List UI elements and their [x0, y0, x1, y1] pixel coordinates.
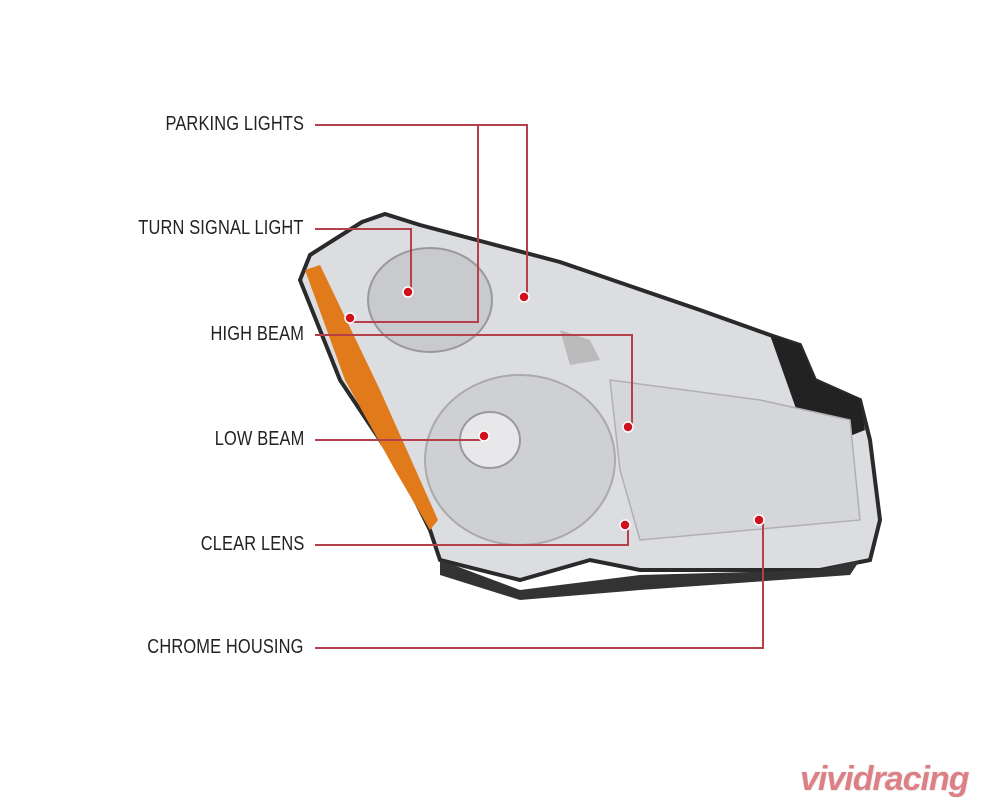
- leader-parking-lights: [315, 124, 528, 297]
- label-high-beam: HIGH BEAM: [210, 323, 304, 345]
- high-beam-reflector: [609, 379, 861, 541]
- leader-turn-signal: [315, 228, 412, 292]
- leader-chrome-housing: [315, 520, 764, 649]
- label-turn-signal-light: TURN SIGNAL LIGHT: [138, 217, 304, 239]
- marker-dot: [478, 430, 490, 442]
- label-clear-lens: CLEAR LENS: [200, 533, 304, 555]
- leader-clear-lens: [315, 525, 629, 546]
- leader-lines: [315, 124, 764, 649]
- marker-dot: [344, 312, 356, 324]
- label-low-beam: LOW BEAM: [214, 428, 304, 450]
- marker-dot: [518, 291, 530, 303]
- marker-dot: [753, 514, 765, 526]
- marker-dot: [402, 286, 414, 298]
- low-beam-reflector: [424, 374, 616, 546]
- amber-reflector: [305, 265, 438, 530]
- marker-dot: [622, 421, 634, 433]
- leader-high-beam: [315, 334, 633, 426]
- leader-parking-lights-branch: [350, 125, 479, 323]
- turn-signal-reflector: [367, 247, 493, 353]
- vividracing-watermark: vividracing: [800, 760, 970, 798]
- marker-dot: [619, 519, 631, 531]
- label-chrome-housing: CHROME HOUSING: [147, 636, 304, 658]
- headlight-image: [297, 211, 883, 600]
- label-parking-lights: PARKING LIGHTS: [165, 113, 304, 135]
